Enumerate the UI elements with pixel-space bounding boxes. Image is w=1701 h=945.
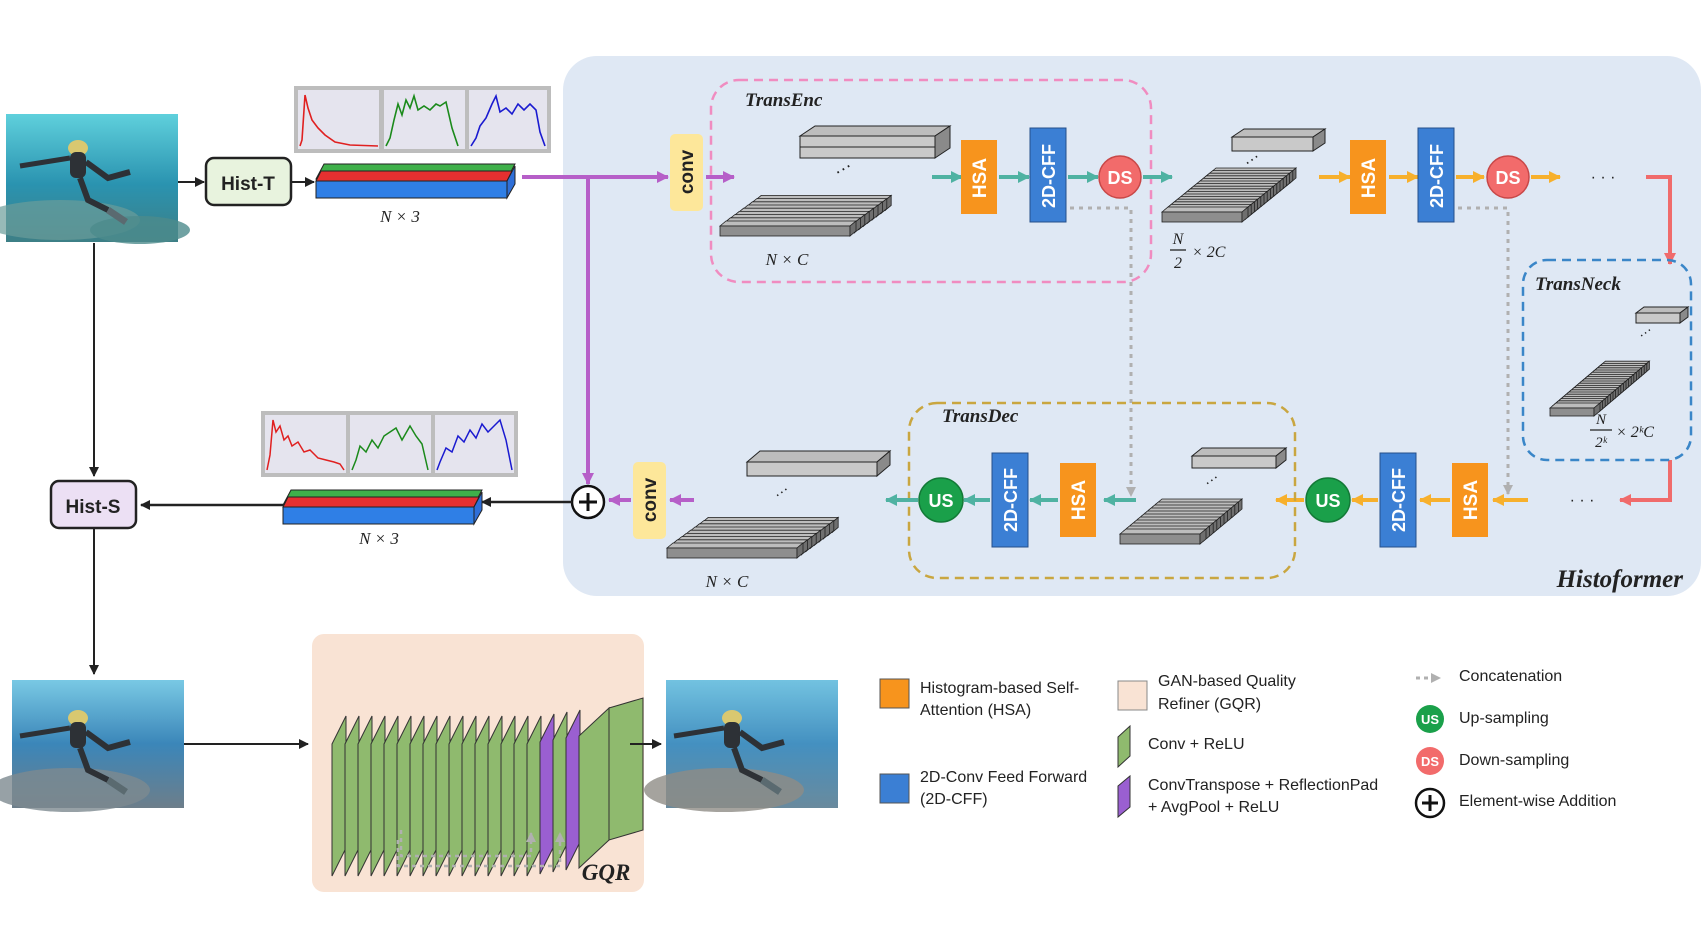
dec-small-stack [1190,446,1288,470]
enc2-small-stack [1230,128,1327,152]
histogram-thumbnails-top [294,86,551,153]
svg-text:Conv + ReLU: Conv + ReLU [1148,736,1245,753]
legend: Histogram-based Self- Attention (HSA) 2D… [879,668,1616,819]
enc-feature-stack [718,194,893,237]
svg-text:Attention (HSA): Attention (HSA) [920,702,1031,719]
svg-text:Histogram-based Self-: Histogram-based Self- [920,680,1079,697]
enc2-feature-shape: N 2 × 2C [1170,231,1226,272]
trans-neck-label: TransNeck [1535,274,1621,295]
trans-enc-box [709,78,1153,284]
svg-text:US: US [928,491,953,511]
legend-swatch-hsa [879,678,910,709]
ellipsis-top: · · · [1591,169,1616,186]
hsa-block-enc: HSA [961,140,997,214]
svg-text:2D-CFF: 2D-CFF [1001,468,1021,532]
svg-text:2ᵏ: 2ᵏ [1595,435,1608,451]
dec-feature-stack [665,516,840,559]
cff-block-enc: 2D-CFF [1029,127,1067,223]
cff-block-dec: 2D-CFF [991,452,1029,548]
conv-block-top: conv [670,134,703,211]
svg-text:2D-Conv Feed Forward: 2D-Conv Feed Forward [920,769,1087,786]
enc2-feature-stack [1160,167,1298,223]
enc-small-stack [798,125,952,159]
svg-text:HSA: HSA [970,158,991,198]
trans-dec-label: TransDec [942,406,1019,427]
ds-node-enc: DS [1098,155,1142,199]
ds-node-enc2: DS [1486,155,1530,199]
svg-text:DS: DS [1107,168,1132,188]
histogram-thumbnails-bottom [261,411,518,477]
neck-feature-shape: N 2ᵏ × 2ᵏC [1590,412,1654,451]
hsa-block-dec2: HSA [1452,463,1488,537]
cff-block-enc2: 2D-CFF [1417,127,1455,223]
svg-text:Up-sampling: Up-sampling [1459,710,1549,727]
histoformer-panel [563,56,1701,596]
svg-text:+ AvgPool + ReLU: + AvgPool + ReLU [1148,799,1279,816]
svg-text:× 2ᵏC: × 2ᵏC [1616,424,1654,441]
input-image [0,114,190,244]
svg-text:2D-CFF: 2D-CFF [1389,468,1409,532]
us-node-dec2: US [1305,477,1351,523]
svg-text:US: US [1315,491,1340,511]
conv-block-bottom: conv [633,462,666,539]
hsa-block-enc2: HSA [1350,140,1386,214]
svg-text:N: N [1172,231,1185,248]
gqr-skip-connections [396,830,565,868]
dec-top-small-stack [745,449,892,478]
hist-s-label: Hist-S [66,497,121,518]
token-shape-bottom: N × 3 [358,529,399,548]
element-wise-addition-node [570,484,606,520]
svg-text:GAN-based Quality: GAN-based Quality [1158,673,1296,690]
svg-text:Element-wise Addition: Element-wise Addition [1459,793,1616,810]
svg-text:2D-CFF: 2D-CFF [1039,144,1059,208]
svg-text:···: ··· [1241,148,1264,171]
hist-t-label: Hist-T [221,174,275,195]
trans-enc-label: TransEnc [745,90,823,111]
svg-text:2D-CFF: 2D-CFF [1427,144,1447,208]
legend-swatch-conv-relu [1117,724,1131,769]
intermediate-image [0,680,184,812]
dec2-feature-stack [1118,498,1244,545]
svg-text:Concatenation: Concatenation [1459,668,1562,685]
us-node-dec: US [918,477,964,523]
dec-feature-shape: N × C [705,572,749,591]
svg-text:Refiner (GQR): Refiner (GQR) [1158,696,1261,713]
neck-feature-stack [1548,360,1651,417]
legend-swatch-cff [879,773,910,804]
output-image [644,680,838,812]
trans-neck-box [1521,258,1693,462]
svg-text:HSA: HSA [1359,158,1380,198]
token-shape-top: N × 3 [379,207,420,226]
svg-text:N: N [1595,412,1607,428]
legend-addition-icon [1414,787,1446,819]
svg-text:conv: conv [677,149,698,194]
legend-ds-node [1416,747,1444,775]
svg-text:US: US [1421,712,1439,727]
legend-us-node [1416,705,1444,733]
enc-feature-shape: N × C [765,250,809,269]
svg-text:Down-sampling: Down-sampling [1459,752,1569,769]
svg-text:× 2C: × 2C [1192,244,1226,261]
legend-swatch-convtranspose [1117,774,1131,819]
legend-swatch-gqr [1117,680,1148,711]
svg-text:DS: DS [1495,168,1520,188]
svg-text:HSA: HSA [1461,480,1482,520]
gqr-label: GQR [582,860,631,885]
rgb-token-bar-bottom [282,489,483,526]
hist-t-block: Hist-T [204,156,293,207]
trans-dec-box [907,401,1297,580]
hist-s-block: Hist-S [49,479,138,530]
histoformer-label: Histoformer [1556,566,1684,593]
hsa-block-dec: HSA [1060,463,1096,537]
svg-text:HSA: HSA [1069,480,1090,520]
svg-text:conv: conv [640,477,661,522]
ellipsis-bottom: · · · [1570,492,1595,509]
rgb-token-bar-top [315,163,516,200]
svg-text:DS: DS [1421,754,1439,769]
svg-text:ConvTranspose + ReflectionPad: ConvTranspose + ReflectionPad [1148,777,1378,794]
cff-block-dec2: 2D-CFF [1379,452,1417,548]
neck-small-stack [1634,306,1690,324]
svg-text:2: 2 [1174,255,1182,272]
svg-text:(2D-CFF): (2D-CFF) [920,791,988,808]
